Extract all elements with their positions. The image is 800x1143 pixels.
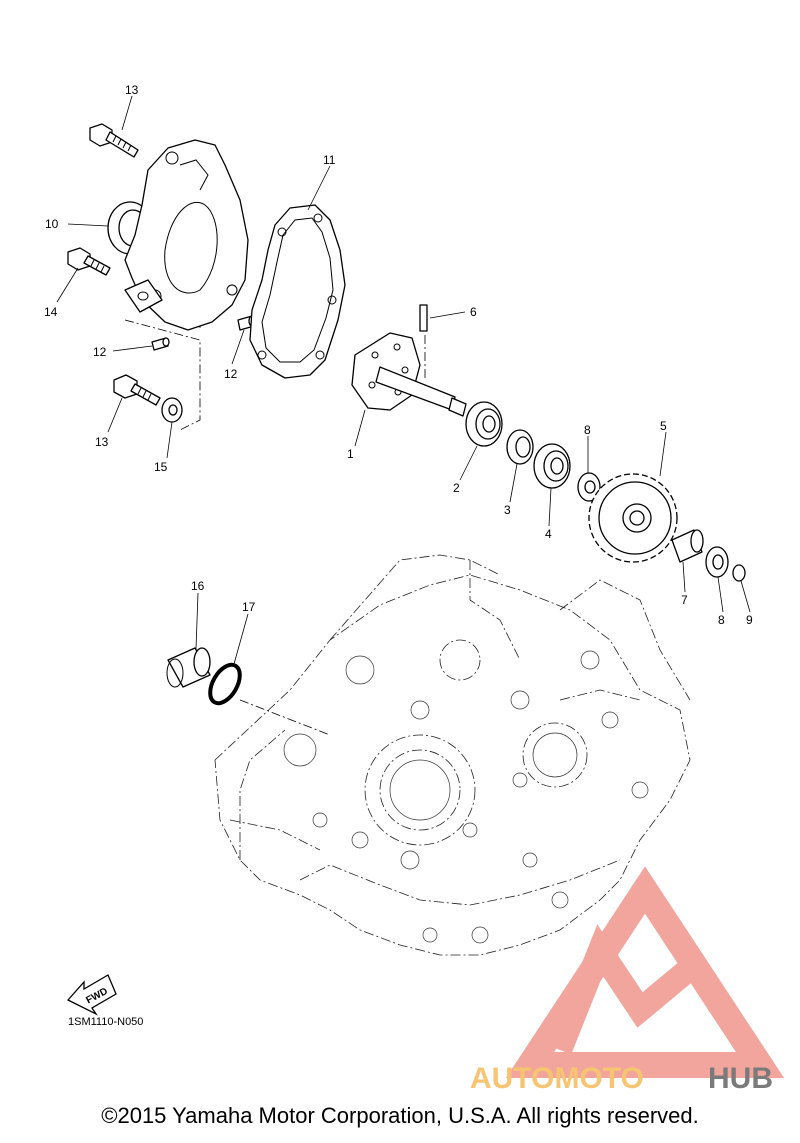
pin-6	[419, 304, 428, 332]
bolt-13-lower	[113, 374, 161, 406]
callout-16: 16	[191, 579, 205, 593]
watermark-text-left: AUTOMOTO	[470, 1062, 644, 1095]
bolt-13-upper	[89, 123, 139, 158]
callout-13-lower: 13	[95, 435, 109, 449]
callout-8-upper: 8	[584, 423, 591, 437]
callout-3: 3	[504, 503, 511, 517]
callout-12-right: 12	[224, 367, 238, 381]
seal-3	[506, 429, 534, 465]
collar-7	[671, 529, 704, 563]
crankcase-outline	[214, 554, 691, 956]
water-pump-cover	[124, 139, 249, 331]
callout-13-upper: 13	[125, 83, 139, 97]
bearing-4	[533, 443, 571, 489]
washer-15	[161, 397, 183, 423]
dowel-pin-12-a	[151, 337, 170, 351]
gear-5	[588, 473, 678, 563]
impeller-shaft-1	[351, 332, 467, 417]
callout-2: 2	[453, 481, 460, 495]
bolt-14	[67, 247, 111, 276]
gasket-11	[249, 204, 346, 379]
bearing-2	[465, 401, 503, 447]
o-ring-17	[208, 662, 242, 706]
callout-12-left: 12	[93, 345, 107, 359]
callout-10: 10	[45, 217, 59, 231]
callout-8-lower: 8	[718, 613, 725, 627]
callout-1: 1	[347, 447, 354, 461]
callout-9: 9	[746, 613, 753, 627]
fwd-arrow-icon: FWD	[66, 974, 117, 1016]
callout-4: 4	[545, 527, 552, 541]
callout-14: 14	[44, 305, 58, 319]
washer-8-lower	[705, 546, 729, 578]
callout-17: 17	[242, 600, 256, 614]
callout-7: 7	[681, 593, 688, 607]
callout-5: 5	[660, 419, 667, 433]
callout-15: 15	[154, 460, 168, 474]
callout-numbers: 13 10 14 12 12 13 15 11 6 1 2 3 4 8 5 7 …	[44, 83, 753, 627]
circlip-9	[732, 564, 746, 582]
copyright-notice: ©2015 Yamaha Motor Corporation, U.S.A. A…	[101, 1103, 699, 1128]
watermark-text-right: HUB	[708, 1062, 773, 1095]
callout-6: 6	[470, 305, 477, 319]
callout-11: 11	[323, 153, 336, 167]
collar-16	[166, 647, 211, 688]
watermark-m-stroke	[548, 924, 708, 1055]
leader-lines	[56, 95, 751, 665]
watermark-logo: AUTOMOTO HUB	[470, 866, 785, 1095]
drawing-code: 1SM1110-N050	[68, 1016, 144, 1028]
washer-8-upper	[577, 472, 601, 502]
